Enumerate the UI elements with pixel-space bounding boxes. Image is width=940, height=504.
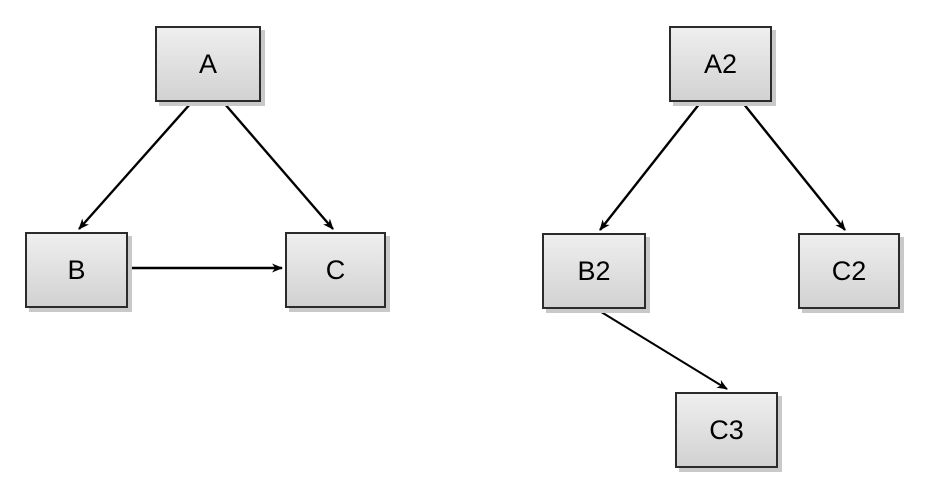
node-a2[interactable]: A2 bbox=[669, 26, 772, 102]
node-c2-label: C2 bbox=[831, 255, 867, 286]
node-a-label: A bbox=[198, 48, 217, 79]
node-c[interactable]: C bbox=[285, 232, 386, 308]
node-b2-label: B2 bbox=[577, 255, 611, 286]
edge-a2-to-b2 bbox=[599, 102, 701, 231]
edge-a-to-b bbox=[78, 102, 192, 230]
node-c-label: C bbox=[325, 254, 346, 285]
node-a[interactable]: A bbox=[155, 26, 261, 102]
node-c3-label: C3 bbox=[709, 414, 744, 445]
edge-b2-to-c3 bbox=[597, 309, 728, 390]
node-b[interactable]: B bbox=[25, 232, 128, 308]
node-c2[interactable]: C2 bbox=[798, 233, 900, 309]
node-b2[interactable]: B2 bbox=[542, 233, 646, 309]
edge-a2-to-c2 bbox=[742, 102, 846, 231]
node-b-label: B bbox=[67, 254, 86, 285]
node-a2-label: A2 bbox=[703, 48, 738, 79]
node-c3[interactable]: C3 bbox=[675, 392, 778, 468]
edge-a-to-c bbox=[223, 102, 334, 230]
